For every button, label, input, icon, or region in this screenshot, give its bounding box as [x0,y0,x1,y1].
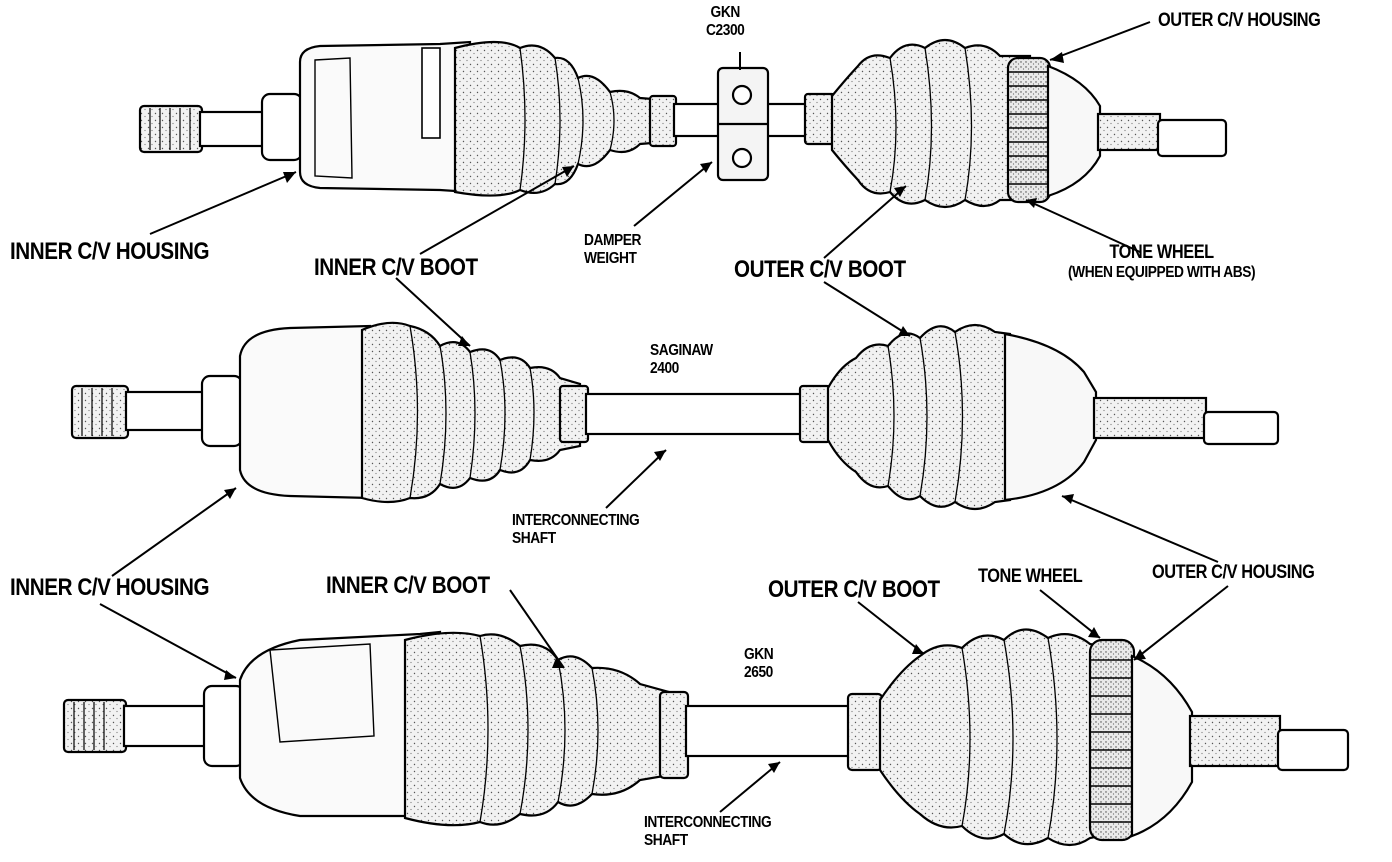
label-line: WEIGHT [584,250,637,268]
leader-shaft-bottom [719,761,781,813]
spline-lines [149,108,191,150]
label-interconnecting-shaft-mid: INTERCONNECTING SHAFT [512,512,640,549]
outer-cv-housing-top [1046,64,1102,198]
label-line: INTERCONNECTING [512,512,640,529]
shaft-assembly-gkn-c2300 [138,38,1228,209]
outer-cv-boot-mid [826,323,1012,511]
leader-outer-housing-mid [1061,495,1219,563]
label-inner-cv-housing-bottom: INNER C/V HOUSING [10,574,210,601]
inner-cv-boot-mid [360,321,582,504]
arrowheads [224,52,1146,773]
label-outer-cv-boot-top: OUTER C/V BOOT [734,256,906,283]
label-inner-cv-boot-top: INNER C/V BOOT [314,254,478,281]
leader-inner-boot-top [419,165,575,255]
label-line: TONE WHEEL [1109,242,1214,263]
outer-cv-boot-bottom [878,628,1102,847]
leader-outer-boot-to-mid [823,281,911,337]
label-line: C2300 [706,22,745,40]
inner-stub-shaft [62,698,128,754]
inner-cv-boot-bottom [403,631,678,827]
leader-shaft-mid [605,449,667,509]
shaft-assembly-gkn-2650 [62,628,1350,847]
leader-inner-housing-bottom [99,603,237,679]
label-inner-cv-housing-top: INNER C/V HOUSING [10,238,210,265]
label-line: SHAFT [512,530,556,548]
shaft-assembly-saginaw-2400 [70,321,1280,511]
label-line: DAMPER [584,232,642,249]
label-line: GKN [710,4,741,21]
label-outer-cv-boot-bottom: OUTER C/V BOOT [768,576,940,603]
label-line: 2650 [744,664,773,682]
label-line: INTERCONNECTING [644,814,772,831]
leader-inner-housing-top [149,171,297,235]
leader-inner-boot-bottom [509,589,565,669]
label-tone-wheel-bottom: TONE WHEEL [978,566,1083,587]
outer-cv-housing-mid [1003,332,1098,502]
leader-outer-housing-bottom [1133,585,1229,661]
label-gkn-c2300: GKN C2300 [706,4,745,41]
label-outer-cv-housing-top: OUTER C/V HOUSING [1158,10,1321,31]
tone-wheel-top [1006,56,1052,204]
leader-inner-housing-to-mid [111,487,237,577]
leader-tone-wheel-top [1025,199,1141,253]
inner-cv-housing [298,40,472,194]
label-tone-wheel-top: TONE WHEEL (WHEN EQUIPPED WITH ABS) [1068,242,1256,282]
leader-damper [633,161,713,227]
label-outer-cv-housing-mid: OUTER C/V HOUSING [1152,562,1315,583]
leader-outer-boot-bottom [857,601,925,655]
label-line: SAGINAW [650,342,713,359]
leader-inner-boot-to-mid [395,277,471,347]
label-interconnecting-shaft-bottom: INTERCONNECTING SHAFT [644,814,772,851]
label-line: GKN [744,646,774,663]
outer-cv-housing-bottom [1130,654,1194,838]
label-line: (WHEN EQUIPPED WITH ABS) [1068,263,1256,281]
inner-stub-shaft [70,384,130,440]
label-line: SHAFT [644,832,688,850]
label-line: 2400 [650,360,679,378]
inner-stub-shaft [138,104,204,154]
leader-outer-housing-top [1049,21,1151,61]
leader-outer-boot-top [823,185,907,259]
interconnecting-shaft-bottom [684,704,856,758]
tone-wheel-bottom [1088,638,1136,842]
inner-cv-housing-mid [238,324,372,500]
interconnecting-shaft-mid [584,392,806,436]
label-gkn-2650: GKN 2650 [744,646,774,683]
label-saginaw-2400: SAGINAW 2400 [650,342,713,379]
label-inner-cv-boot-bottom: INNER C/V BOOT [326,572,490,599]
leader-lines [99,21,1229,813]
leader-tone-wheel-bottom [1039,589,1101,639]
label-damper-weight: DAMPER WEIGHT [584,232,641,269]
